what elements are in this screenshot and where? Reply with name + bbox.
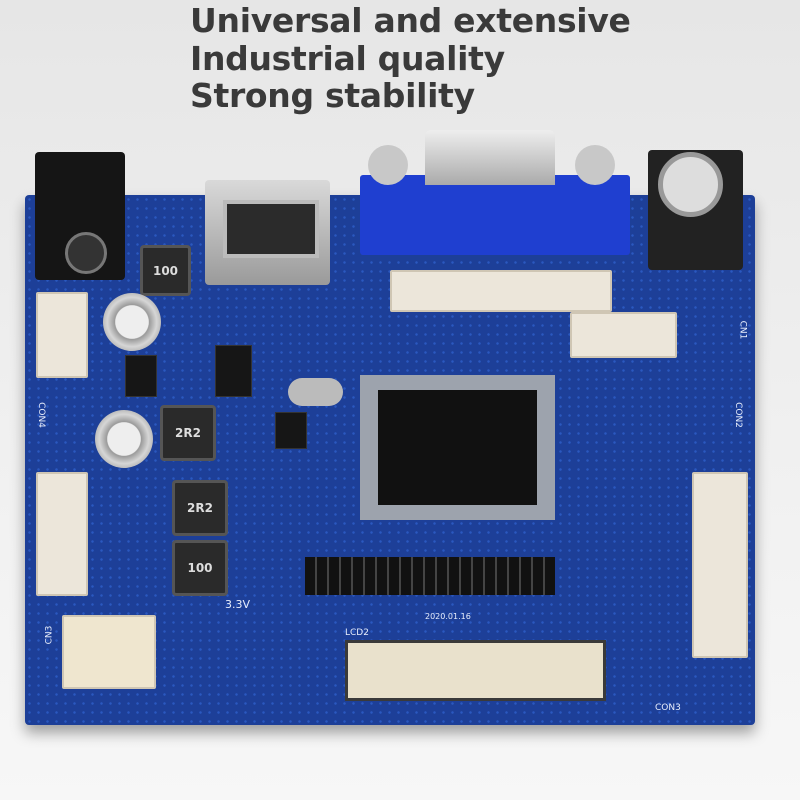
ic-left [125, 355, 157, 397]
ic-small [275, 412, 307, 449]
connector-cn1 [570, 312, 677, 358]
inductor-bottom: 100 [172, 540, 228, 596]
label-cn1: CN1 [737, 320, 748, 340]
connector-con2 [692, 472, 748, 658]
connector-left-top [36, 292, 88, 378]
label-con3: CON3 [655, 703, 681, 713]
vga-shell [425, 130, 555, 185]
inductor-top: 100 [140, 245, 191, 296]
label-voltage: 3.3V [225, 598, 251, 611]
vga-screw-left [368, 145, 408, 185]
inductor-lower: 2R2 [172, 480, 228, 536]
capacitor-mid [95, 410, 153, 468]
main-chip-pins [360, 375, 555, 520]
vga-screw-right [575, 145, 615, 185]
headline-line-2: Industrial quality [190, 39, 505, 78]
pin-header [305, 557, 555, 595]
label-con4: CON4 [35, 402, 46, 428]
label-cn3: CN3 [44, 625, 55, 645]
connector-con4 [36, 472, 88, 596]
capacitor-top [103, 293, 161, 351]
headline-line-1: Universal and extensive [190, 1, 631, 40]
connector-top [390, 270, 612, 312]
dc-power-jack [35, 152, 125, 280]
vga-port [360, 175, 630, 255]
crystal [288, 378, 343, 406]
headline-line-3: Strong stability [190, 76, 475, 115]
label-lcd2: LCD2 [345, 628, 369, 638]
regulator [215, 345, 252, 397]
hdmi-port [205, 180, 330, 285]
inductor-mid: 2R2 [160, 405, 216, 461]
fpc-lcd-connector [345, 640, 606, 701]
label-date: 2020.01.16 [425, 612, 471, 621]
connector-cn3 [62, 615, 156, 689]
rca-av-jack [648, 150, 743, 270]
label-con2: CON2 [732, 402, 743, 428]
